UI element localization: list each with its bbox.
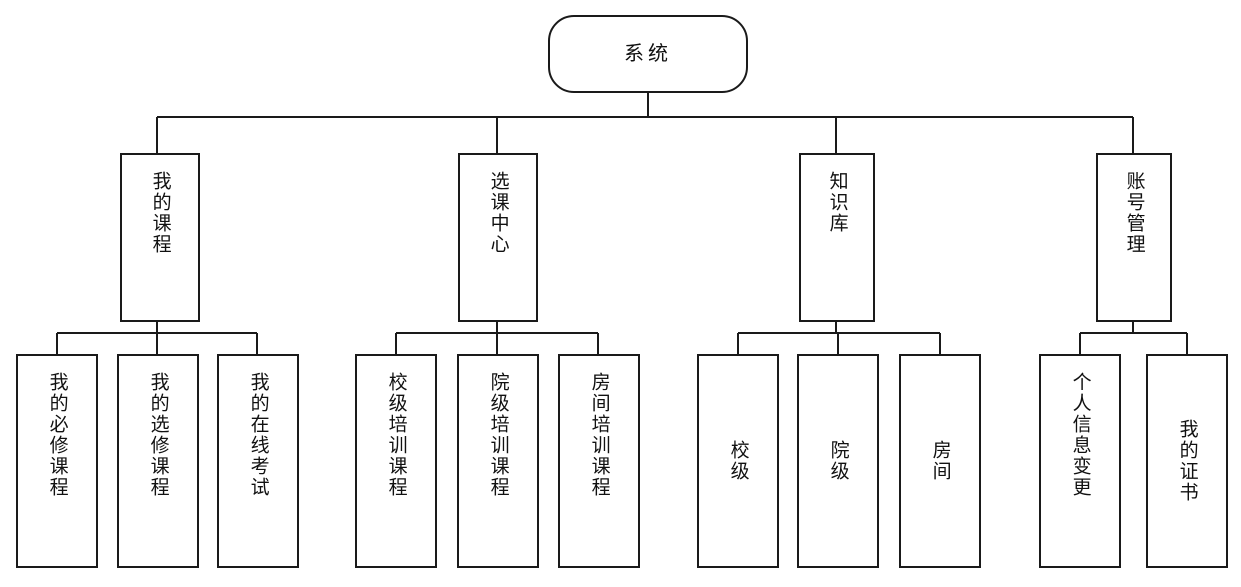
node-label: 系统 — [624, 42, 672, 65]
node-label: 个人信息变更 — [1069, 372, 1091, 498]
node-label: 校级 — [727, 440, 749, 482]
node-personal-info-change[interactable]: 个人信息变更 — [1039, 354, 1121, 568]
node-knowledge-base[interactable]: 知识库 — [799, 153, 875, 322]
node-root-system[interactable]: 系统 — [548, 15, 748, 93]
node-label: 房间 — [929, 440, 951, 482]
node-label: 我的选修课程 — [147, 372, 169, 498]
node-my-elective-courses[interactable]: 我的选修课程 — [117, 354, 199, 568]
node-kb-room[interactable]: 房间 — [899, 354, 981, 568]
node-label: 知识库 — [826, 171, 848, 234]
node-kb-college-level[interactable]: 院级 — [797, 354, 879, 568]
node-label: 我的课程 — [149, 171, 171, 255]
node-my-required-courses[interactable]: 我的必修课程 — [16, 354, 98, 568]
node-my-courses[interactable]: 我的课程 — [120, 153, 200, 322]
node-course-center[interactable]: 选课中心 — [458, 153, 538, 322]
node-label: 房间培训课程 — [588, 372, 610, 498]
node-label: 我的必修课程 — [46, 372, 68, 498]
node-my-online-exams[interactable]: 我的在线考试 — [217, 354, 299, 568]
node-label: 我的在线考试 — [247, 372, 269, 498]
node-kb-school-level[interactable]: 校级 — [697, 354, 779, 568]
node-label: 账号管理 — [1123, 171, 1145, 255]
node-label: 选课中心 — [487, 171, 509, 255]
node-label: 我的证书 — [1176, 419, 1198, 503]
node-room-training-courses[interactable]: 房间培训课程 — [558, 354, 640, 568]
node-account-management[interactable]: 账号管理 — [1096, 153, 1172, 322]
node-label: 院级 — [827, 440, 849, 482]
node-school-level-training-courses[interactable]: 校级培训课程 — [355, 354, 437, 568]
node-my-certificates[interactable]: 我的证书 — [1146, 354, 1228, 568]
node-label: 校级培训课程 — [385, 372, 407, 498]
node-label: 院级培训课程 — [487, 372, 509, 498]
node-college-level-training-courses[interactable]: 院级培训课程 — [457, 354, 539, 568]
